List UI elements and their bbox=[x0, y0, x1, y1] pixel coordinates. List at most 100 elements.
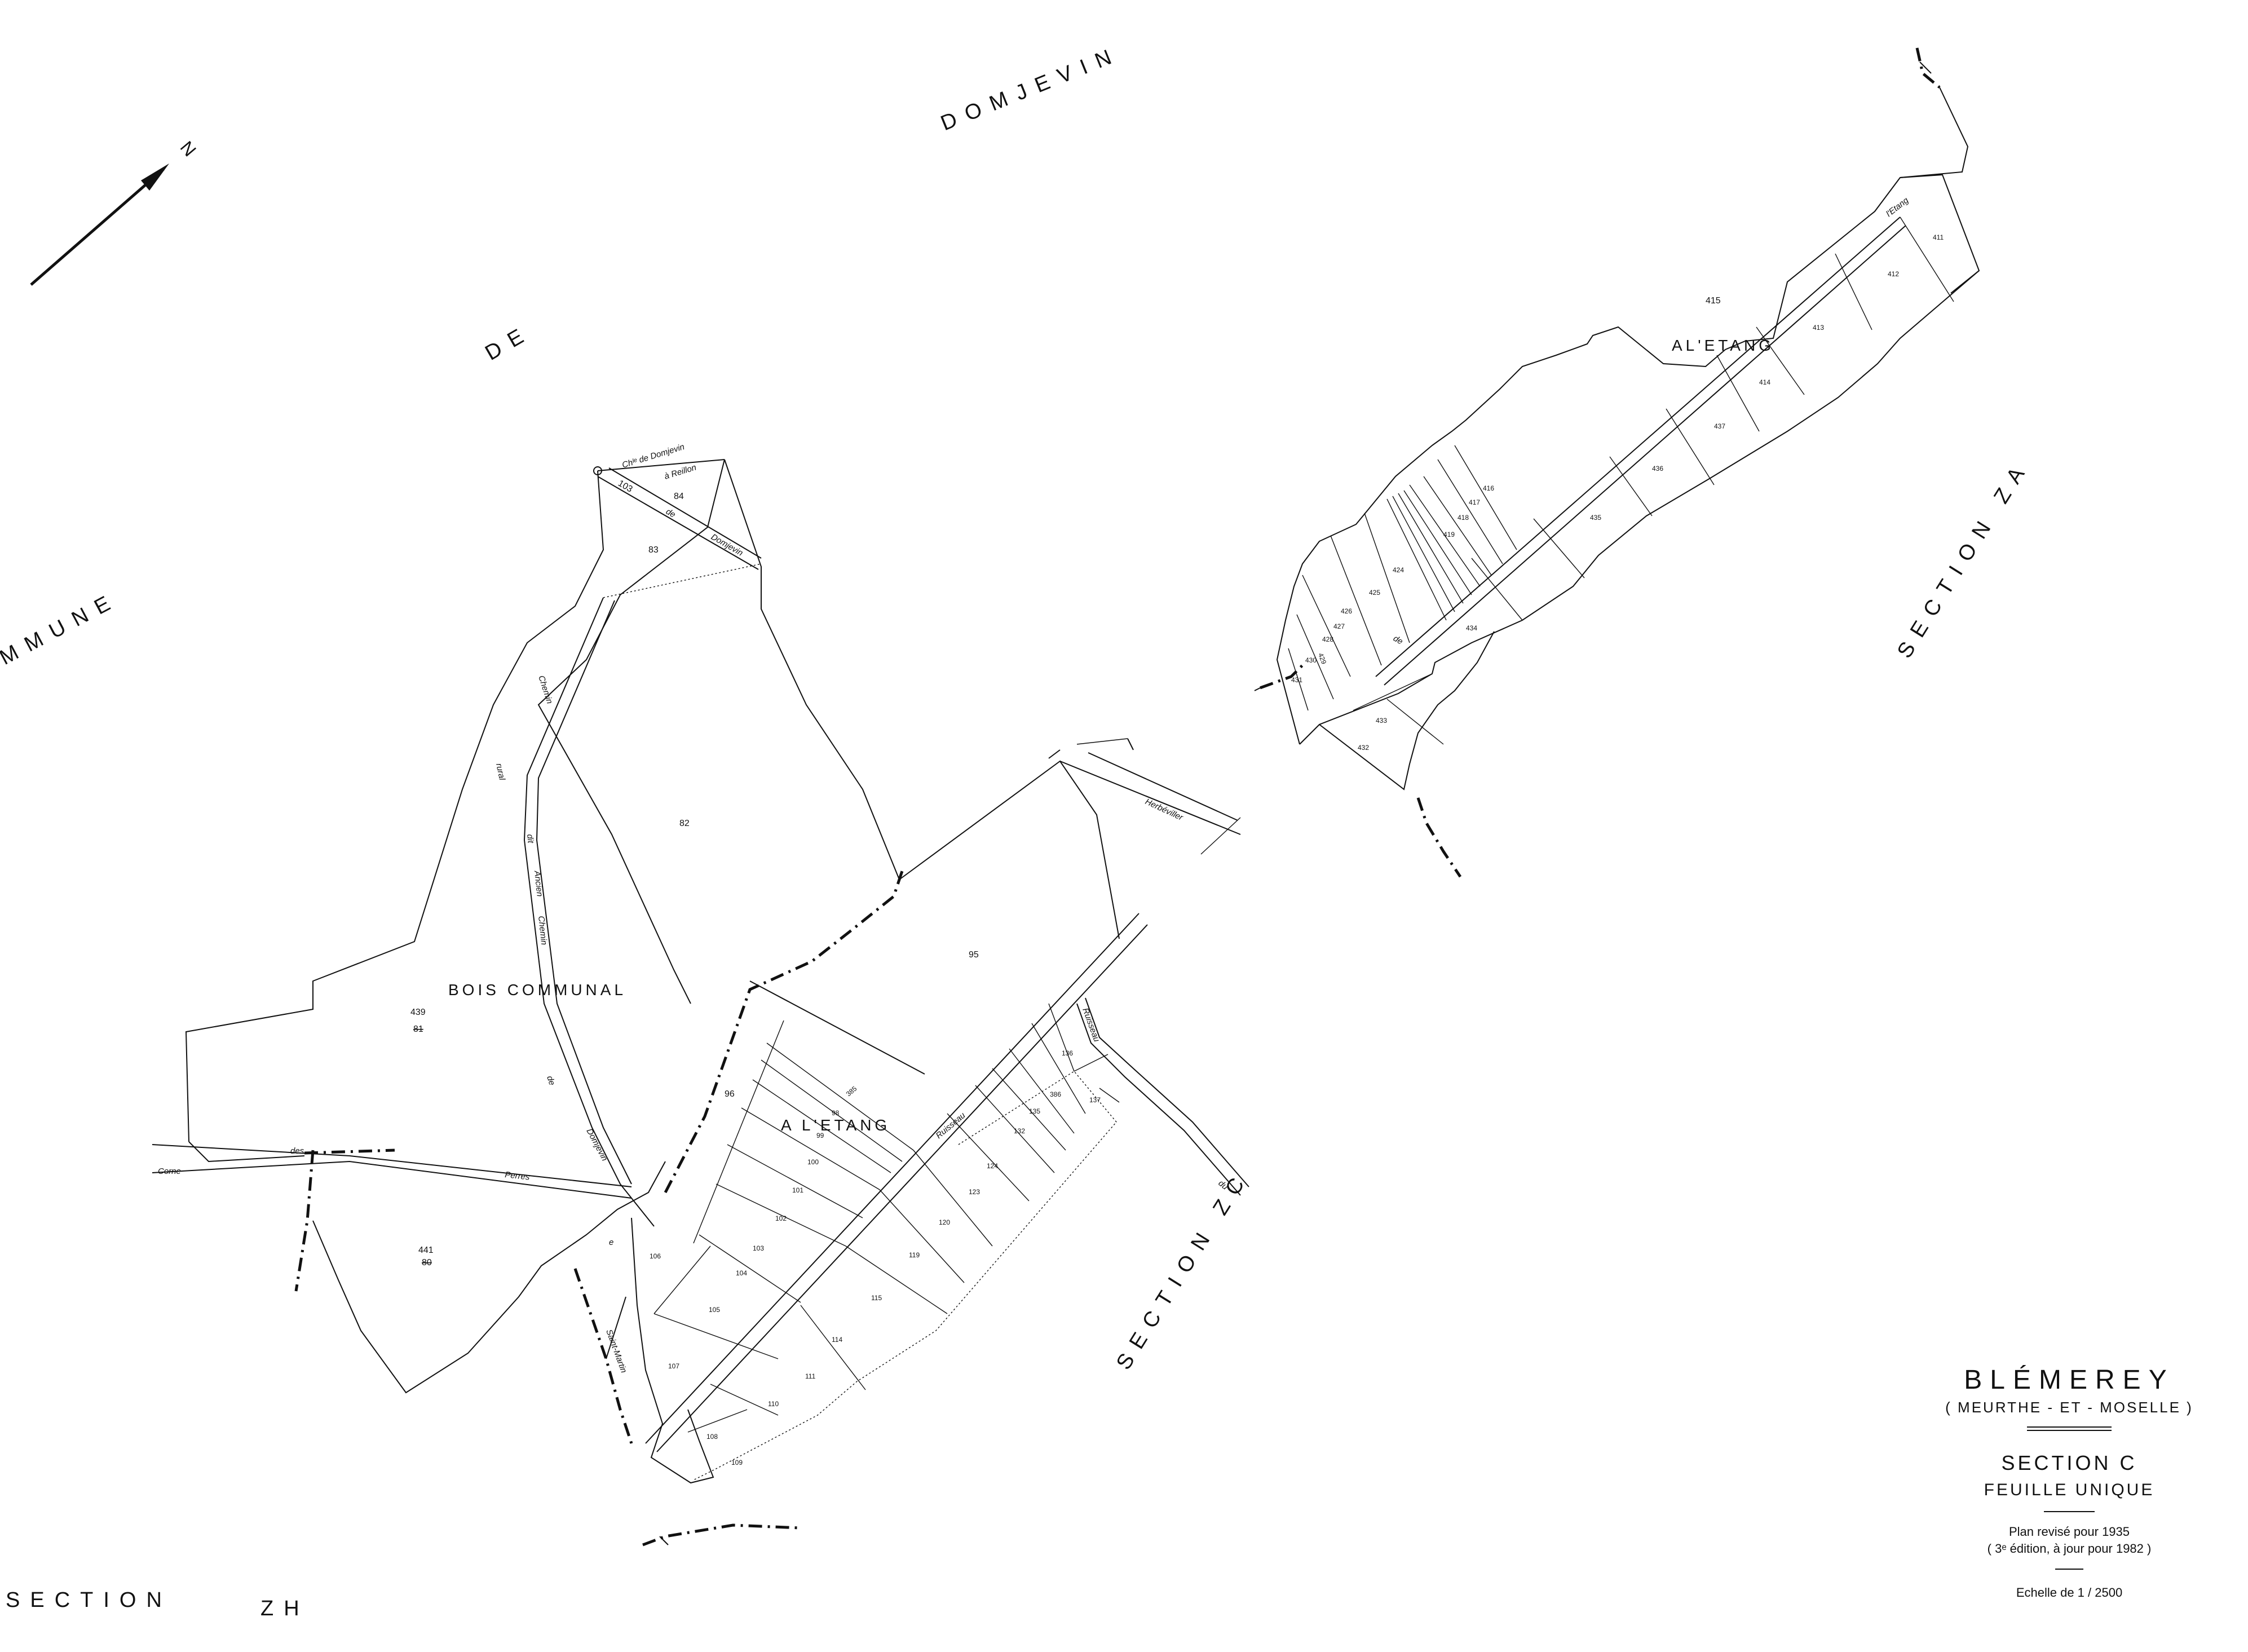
commune-label-de: DE bbox=[482, 320, 537, 365]
parcel-number: 124 bbox=[987, 1162, 998, 1170]
road-domjevin-reillon bbox=[593, 459, 762, 570]
parcel-number: 107 bbox=[668, 1362, 679, 1370]
parcel-number: 99 bbox=[816, 1132, 824, 1139]
parcel-number: 441 bbox=[418, 1245, 434, 1255]
section-label-zc: SECTION ZC bbox=[1112, 1165, 1255, 1374]
parcel-number: 102 bbox=[775, 1214, 787, 1222]
road-label-saint-martin: Saint-Martin bbox=[604, 1328, 629, 1375]
title-block: BLÉMEREY ( MEURTHE - ET - MOSELLE ) SECT… bbox=[1894, 1364, 2244, 1600]
place-label-bois-communal: BOIS COMMUNAL bbox=[448, 981, 626, 999]
parcel-number: 105 bbox=[709, 1306, 720, 1314]
road-label-letang: l'Etang bbox=[1884, 195, 1911, 219]
parcel-number: 425 bbox=[1369, 589, 1380, 597]
parcel-number: 416 bbox=[1483, 484, 1494, 492]
parcel-number: 98 bbox=[832, 1109, 840, 1117]
boundary-south bbox=[642, 1523, 801, 1547]
parcel-number: 432 bbox=[1358, 744, 1369, 752]
road-label-chemin: Chemin bbox=[536, 674, 554, 705]
parcel-number: 108 bbox=[706, 1433, 718, 1441]
parcel-number: 436 bbox=[1652, 465, 1663, 472]
parcel-number: 100 bbox=[807, 1158, 819, 1166]
title-commune: BLÉMEREY bbox=[1964, 1365, 2175, 1395]
parcel-number: 415 bbox=[1706, 296, 1721, 306]
title-department: ( MEURTHE - ET - MOSELLE ) bbox=[1945, 1399, 2193, 1416]
boundary-west bbox=[294, 1150, 315, 1292]
boundary-central bbox=[664, 871, 904, 1194]
parcel-number: 429 bbox=[1317, 652, 1328, 665]
central-block-outline bbox=[606, 760, 1120, 1484]
road-label-dit: dit bbox=[525, 834, 536, 844]
road-label-des: des bbox=[290, 1146, 304, 1156]
title-double-rule bbox=[2027, 1426, 2112, 1431]
parcel-number: 418 bbox=[1458, 514, 1469, 522]
parcel-number: 424 bbox=[1393, 566, 1404, 574]
section-label-zh-section: SECTION bbox=[6, 1588, 172, 1612]
road-label-de: de bbox=[664, 507, 677, 520]
road-label-de-b: de bbox=[545, 1075, 557, 1086]
parcel-number: 83 bbox=[648, 545, 659, 555]
parcel-number: 114 bbox=[832, 1336, 842, 1344]
title-scale: Echelle de 1 / 2500 bbox=[2016, 1585, 2123, 1600]
title-rule bbox=[2044, 1511, 2095, 1512]
parcel-number: 435 bbox=[1590, 514, 1601, 522]
parcel-number: 434 bbox=[1466, 624, 1477, 632]
parcel-number: 417 bbox=[1469, 498, 1480, 506]
title-rule bbox=[2055, 1569, 2083, 1570]
section-label-zh-code: ZH bbox=[260, 1597, 310, 1620]
parcel-number: 430 bbox=[1305, 656, 1317, 664]
parcel-number: 413 bbox=[1813, 324, 1824, 332]
parcel-number: 427 bbox=[1333, 622, 1345, 630]
parcel-number: 81 bbox=[413, 1024, 423, 1034]
road-herbeviller bbox=[1059, 738, 1241, 855]
place-label-al-etang-south: A L'ETANG bbox=[781, 1116, 890, 1134]
boundary-south-west bbox=[573, 1268, 633, 1444]
survey-marker-icon bbox=[659, 61, 1932, 1545]
road-main-central bbox=[645, 913, 1148, 1452]
parcel-number: 135 bbox=[1029, 1107, 1040, 1115]
parcel-number: 101 bbox=[792, 1186, 803, 1194]
parcel-number: 419 bbox=[1443, 531, 1455, 538]
parcel-number: 123 bbox=[969, 1188, 980, 1196]
north-label: N bbox=[176, 137, 200, 160]
parcel-number: 82 bbox=[679, 819, 690, 828]
central-parcel-lines bbox=[653, 1003, 1120, 1433]
road-label-ancien: Ancien bbox=[532, 870, 545, 897]
parcel-number: 132 bbox=[1014, 1127, 1025, 1135]
parcel-number: 111 bbox=[805, 1372, 816, 1380]
parcel-number: 386 bbox=[1050, 1090, 1061, 1098]
road-label-de-c: de bbox=[1392, 634, 1405, 647]
parcel-number: 80 bbox=[422, 1258, 432, 1267]
title-edition: ( 3ᵉ édition, à jour pour 1982 ) bbox=[1987, 1541, 2152, 1556]
west-block-outline bbox=[185, 459, 900, 1394]
parcel-number: 414 bbox=[1759, 378, 1770, 386]
parcel-number: 120 bbox=[939, 1218, 950, 1226]
road-label-ruisseau-b: Ruisseau bbox=[1080, 1007, 1102, 1044]
parcel-number: 433 bbox=[1376, 717, 1387, 725]
section-label-za: SECTION ZA bbox=[1893, 454, 2035, 662]
parcel-number: 115 bbox=[871, 1294, 882, 1302]
road-corne-des-perres bbox=[152, 1144, 632, 1199]
parcel-number: 439 bbox=[410, 1008, 426, 1017]
parcel-number: 431 bbox=[1291, 676, 1302, 684]
title-revision: Plan revisé pour 1935 bbox=[2008, 1525, 2130, 1539]
stream-ruisseau bbox=[693, 997, 1249, 1481]
parcel-number: 119 bbox=[909, 1251, 920, 1259]
road-label-chemin-b: Chemin bbox=[536, 916, 549, 946]
commune-label-commune: MMUNE bbox=[0, 587, 123, 670]
road-label-domjevin-reillon-b: à Reillon bbox=[663, 463, 697, 482]
parcel-number: 103 bbox=[753, 1244, 764, 1252]
parcel-number: 426 bbox=[1341, 607, 1352, 615]
parcel-number: 428 bbox=[1322, 635, 1333, 643]
north-east-parcel-lines bbox=[1288, 217, 1954, 745]
parcel-number: 84 bbox=[674, 492, 684, 501]
parcel-number: 109 bbox=[731, 1459, 743, 1467]
parcel-number: 411 bbox=[1933, 233, 1944, 241]
road-label-e: e bbox=[609, 1238, 613, 1247]
parcel-number: 385 bbox=[845, 1084, 859, 1098]
parcel-number: 96 bbox=[725, 1089, 735, 1099]
road-label-corne: Corne bbox=[158, 1167, 181, 1176]
road-label-perres: Perres bbox=[505, 1170, 531, 1182]
parcel-number: 104 bbox=[736, 1269, 747, 1277]
parcel-number: 412 bbox=[1888, 270, 1899, 278]
